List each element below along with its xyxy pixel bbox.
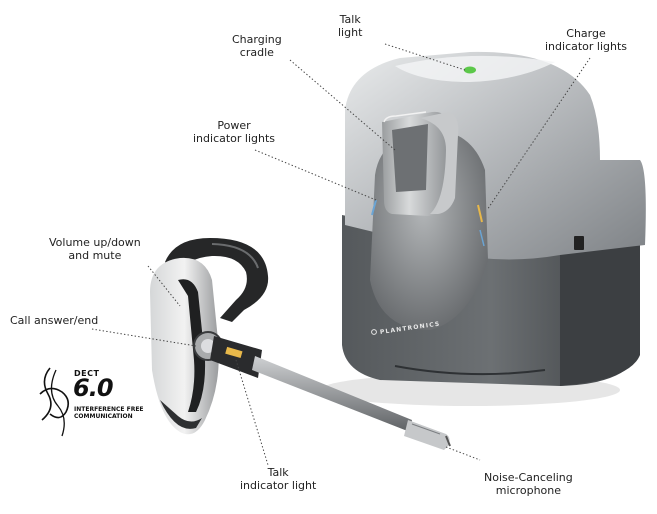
dect-tagline: INTERFERENCE FREE COMMUNICATION (74, 406, 144, 420)
label-charge-indicator-lights: Charge indicator lights (545, 27, 628, 53)
charging-cradle-cup (382, 111, 459, 216)
talk-indicator-light (225, 346, 243, 359)
label-charging-cradle: Charging cradle (232, 33, 282, 59)
leader-lines (91, 43, 591, 466)
charging-base (320, 51, 646, 406)
dect-logo: DECT 6.0 INTERFERENCE FREE COMMUNICATION (36, 364, 146, 439)
dect-swirl-icon (39, 367, 70, 437)
dect-version: 6.0 (73, 374, 114, 402)
label-talk-light: Talk light (338, 13, 363, 39)
headset (150, 238, 451, 450)
talk-light-indicator (464, 66, 476, 74)
label-power-indicator-lights: Power indicator lights (193, 119, 276, 145)
label-noise-canceling-microphone: Noise-Canceling microphone (484, 471, 573, 497)
label-talk-indicator-light: Talk indicator light (240, 466, 317, 492)
label-call-answer-end: Call answer/end (10, 314, 99, 327)
label-volume-mute: Volume up/down and mute (49, 236, 141, 262)
dect-text: DECT (74, 369, 100, 378)
